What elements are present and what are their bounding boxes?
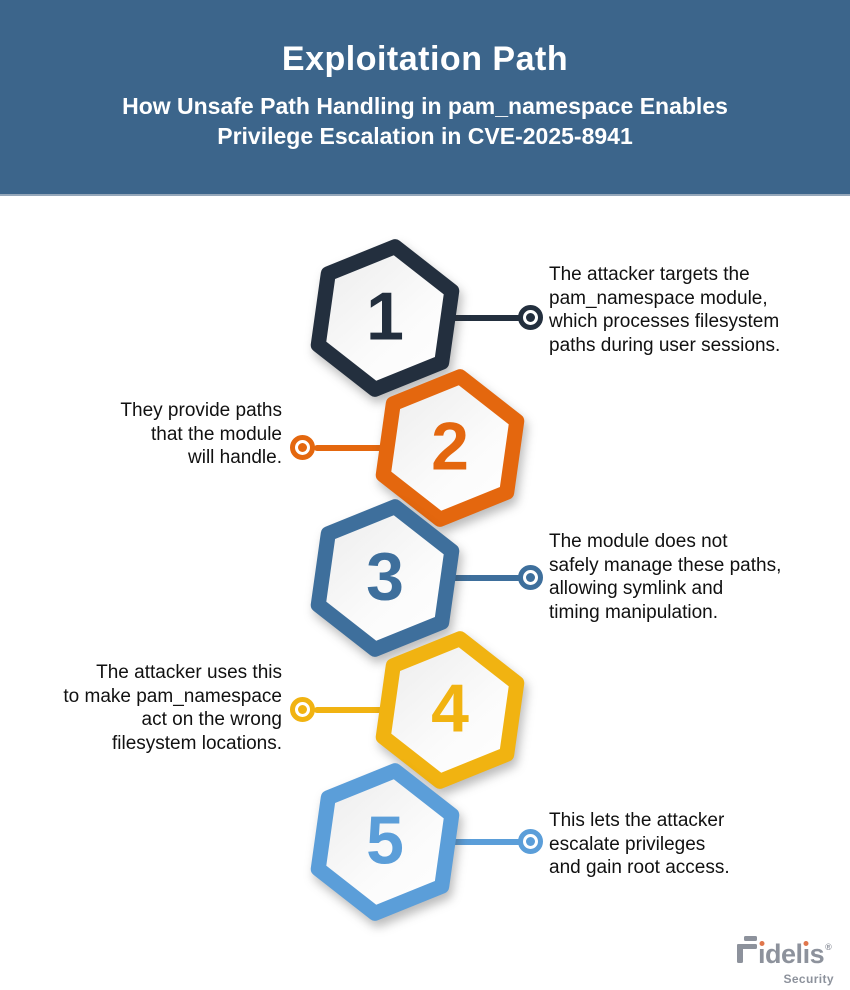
connector-node-icon bbox=[518, 565, 543, 590]
logo-letter: ı bbox=[802, 939, 811, 969]
step-2-description: They provide paths that the module will … bbox=[120, 399, 282, 470]
step-3-description: The module does not safely manage these … bbox=[549, 530, 781, 624]
step-number: 3 bbox=[366, 538, 404, 615]
connector-line bbox=[445, 315, 523, 321]
description-line: paths during user sessions. bbox=[549, 334, 781, 356]
fidelis-wordmark: ıdelıs® bbox=[737, 936, 837, 975]
connector-line bbox=[445, 839, 523, 845]
step-number: 2 bbox=[431, 408, 469, 485]
subtitle-line-1: How Unsafe Path Handling in pam_namespac… bbox=[122, 93, 728, 119]
logo-security-label: Security bbox=[783, 972, 834, 986]
fidelis-f-icon bbox=[737, 936, 757, 963]
connector-line bbox=[314, 445, 392, 451]
hexagon-icon bbox=[310, 499, 460, 657]
description-line: which processes filesystem bbox=[549, 311, 780, 332]
step-number: 1 bbox=[366, 278, 404, 355]
node-dot bbox=[526, 837, 535, 846]
page-subtitle: How Unsafe Path Handling in pam_namespac… bbox=[0, 91, 850, 151]
description-line: will handle. bbox=[188, 447, 282, 468]
description-line: The attacker targets the bbox=[549, 264, 750, 285]
description-line: The module does not bbox=[549, 531, 728, 552]
description-line: escalate privileges bbox=[549, 833, 706, 855]
node-dot bbox=[298, 443, 307, 452]
connector-node-icon bbox=[290, 697, 315, 722]
connector-line bbox=[314, 707, 392, 713]
step-number: 5 bbox=[366, 802, 404, 879]
step-1-description: The attacker targets the pam_namespace m… bbox=[549, 263, 780, 357]
registered-mark: ® bbox=[825, 942, 832, 952]
description-line: to make pam_namespace bbox=[63, 685, 282, 707]
description-line: allowing symlink and bbox=[549, 578, 724, 599]
logo-letter: ı bbox=[758, 939, 766, 969]
step-4-description: The attacker uses this to make pam_names… bbox=[63, 661, 282, 755]
description-line: This lets the attacker bbox=[549, 810, 725, 831]
logo-letter: d bbox=[765, 939, 782, 969]
page-title: Exploitation Path bbox=[281, 40, 569, 78]
node-dot bbox=[526, 313, 535, 322]
step-2-hexagon: 2 bbox=[365, 358, 535, 538]
logo-letter: l bbox=[795, 939, 804, 969]
connector-node-icon bbox=[518, 305, 543, 330]
description-line: They provide paths bbox=[120, 400, 282, 421]
hexagon-icon bbox=[310, 763, 460, 921]
connector-node-icon bbox=[518, 829, 543, 854]
description-line: act on the wrong bbox=[141, 709, 282, 730]
hexagon-icon bbox=[375, 631, 525, 789]
description-line: safely manage these paths, bbox=[549, 554, 782, 576]
node-dot bbox=[526, 573, 535, 582]
hexagon-icon bbox=[375, 369, 525, 527]
subtitle-line-2: Privilege Escalation in CVE-2025-8941 bbox=[217, 123, 633, 149]
connector-node-icon bbox=[290, 435, 315, 460]
step-1-hexagon: 1 bbox=[300, 228, 470, 408]
step-5-hexagon: 5 bbox=[300, 752, 470, 932]
logo-letter: e bbox=[781, 939, 796, 969]
connector-line bbox=[445, 575, 523, 581]
description-line: pam_namespace module, bbox=[549, 287, 768, 309]
logo-letter: s bbox=[809, 939, 825, 969]
description-line: timing manipulation. bbox=[549, 601, 718, 623]
step-3-hexagon: 3 bbox=[300, 488, 470, 668]
header-banner: Exploitation Path How Unsafe Path Handli… bbox=[0, 0, 850, 196]
description-line: that the module bbox=[151, 423, 282, 445]
node-dot bbox=[298, 705, 307, 714]
description-line: The attacker uses this bbox=[96, 662, 282, 683]
description-line: filesystem locations. bbox=[111, 732, 282, 754]
hexagon-icon bbox=[310, 239, 460, 397]
step-5-description: This lets the attacker escalate privileg… bbox=[549, 809, 730, 880]
step-number: 4 bbox=[431, 670, 469, 747]
step-4-hexagon: 4 bbox=[365, 620, 535, 800]
description-line: and gain root access. bbox=[549, 857, 730, 878]
fidelis-logo: ıdelıs® Security bbox=[737, 936, 837, 986]
